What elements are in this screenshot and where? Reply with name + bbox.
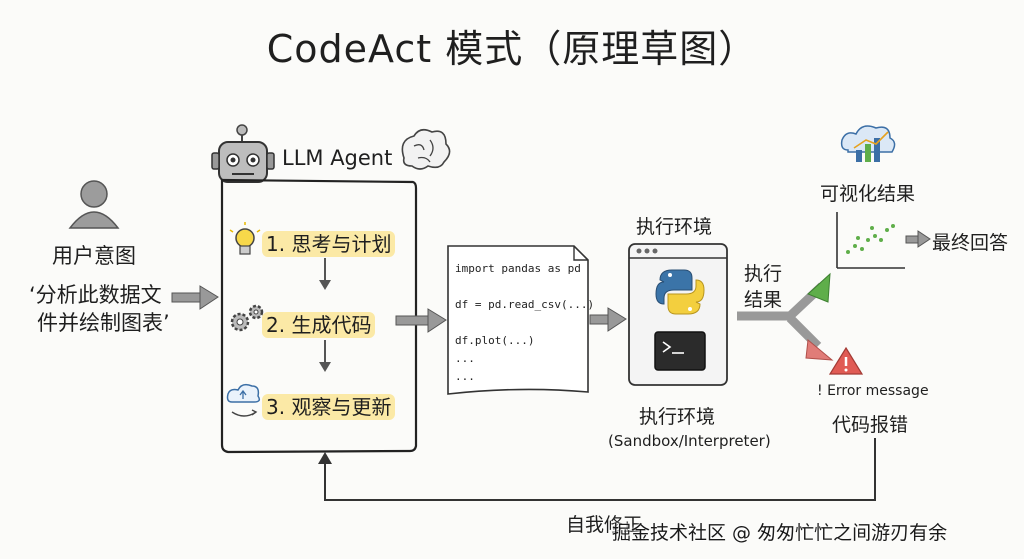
step-arrow-2 — [319, 340, 331, 372]
step-generate-code: 2. 生成代码 — [262, 309, 376, 338]
user-intent-label: 用户意图 — [52, 244, 136, 268]
result-label-line2: 结果 — [744, 289, 783, 311]
error-arrow-head — [805, 339, 834, 361]
step-observe-update: 3. 观察与更新 — [262, 391, 396, 420]
step-arrow-1 — [319, 258, 331, 290]
step-think-plan: 1. 思考与计划 — [262, 228, 396, 257]
watermark: 掘金技术社区 @ 匆匆忙忙之间游刃有余 — [612, 522, 948, 544]
code-line-2: df = pd.read_csv(...) — [455, 298, 595, 311]
warning-icon — [828, 346, 864, 375]
terminal-icon — [654, 331, 706, 371]
step-think-plan-label: 1. 思考与计划 — [262, 231, 396, 257]
step-generate-code-label: 2. 生成代码 — [262, 312, 376, 338]
user-quote-line1: ‘分析此数据文 — [29, 283, 162, 307]
code-line-1: import pandas as pd — [455, 262, 581, 275]
user-quote-line2: 件并绘制图表’ — [37, 311, 170, 335]
env-bottom-label: 执行环境 — [639, 406, 716, 428]
code-document — [447, 245, 589, 395]
diagram-title: CodeAct 模式（原理草图） — [266, 27, 758, 71]
cloud-refresh-icon — [226, 383, 261, 417]
code-line-3: df.plot(...) — [455, 334, 535, 347]
fork-arrow — [737, 282, 826, 350]
arrow-agent-to-code — [395, 308, 447, 333]
arrow-code-to-env — [589, 307, 627, 332]
visualization-result-label: 可视化结果 — [820, 183, 916, 205]
code-line-4: ... — [455, 352, 475, 365]
env-top-label: 执行环境 — [636, 216, 713, 238]
env-sub-label: (Sandbox/Interpreter) — [608, 432, 771, 450]
error-message-text: ! Error message — [817, 383, 929, 399]
arrow-user-to-agent — [171, 285, 219, 310]
agent-label: LLM Agent — [282, 146, 393, 170]
code-line-5: ... — [455, 370, 475, 383]
scatter-plot-icon — [836, 212, 905, 269]
arrow-to-final — [905, 230, 931, 248]
python-icon — [655, 269, 705, 315]
self-correction-label: 自我修正 — [566, 514, 643, 536]
code-error-label: 代码报错 — [832, 414, 909, 436]
agent-box — [220, 178, 418, 454]
gears-icon — [230, 304, 264, 332]
result-label-line1: 执行 — [744, 263, 783, 285]
cloud-chart-icon — [840, 125, 896, 162]
robot-icon — [211, 124, 275, 183]
step-observe-update-label: 3. 观察与更新 — [262, 394, 396, 420]
user-icon — [68, 180, 120, 229]
final-answer-label: 最终回答 — [932, 232, 1009, 254]
brain-icon — [401, 128, 451, 170]
success-arrow-head — [807, 272, 831, 303]
lightbulb-icon — [229, 222, 261, 255]
self-correction-loop-arrow — [318, 438, 876, 501]
